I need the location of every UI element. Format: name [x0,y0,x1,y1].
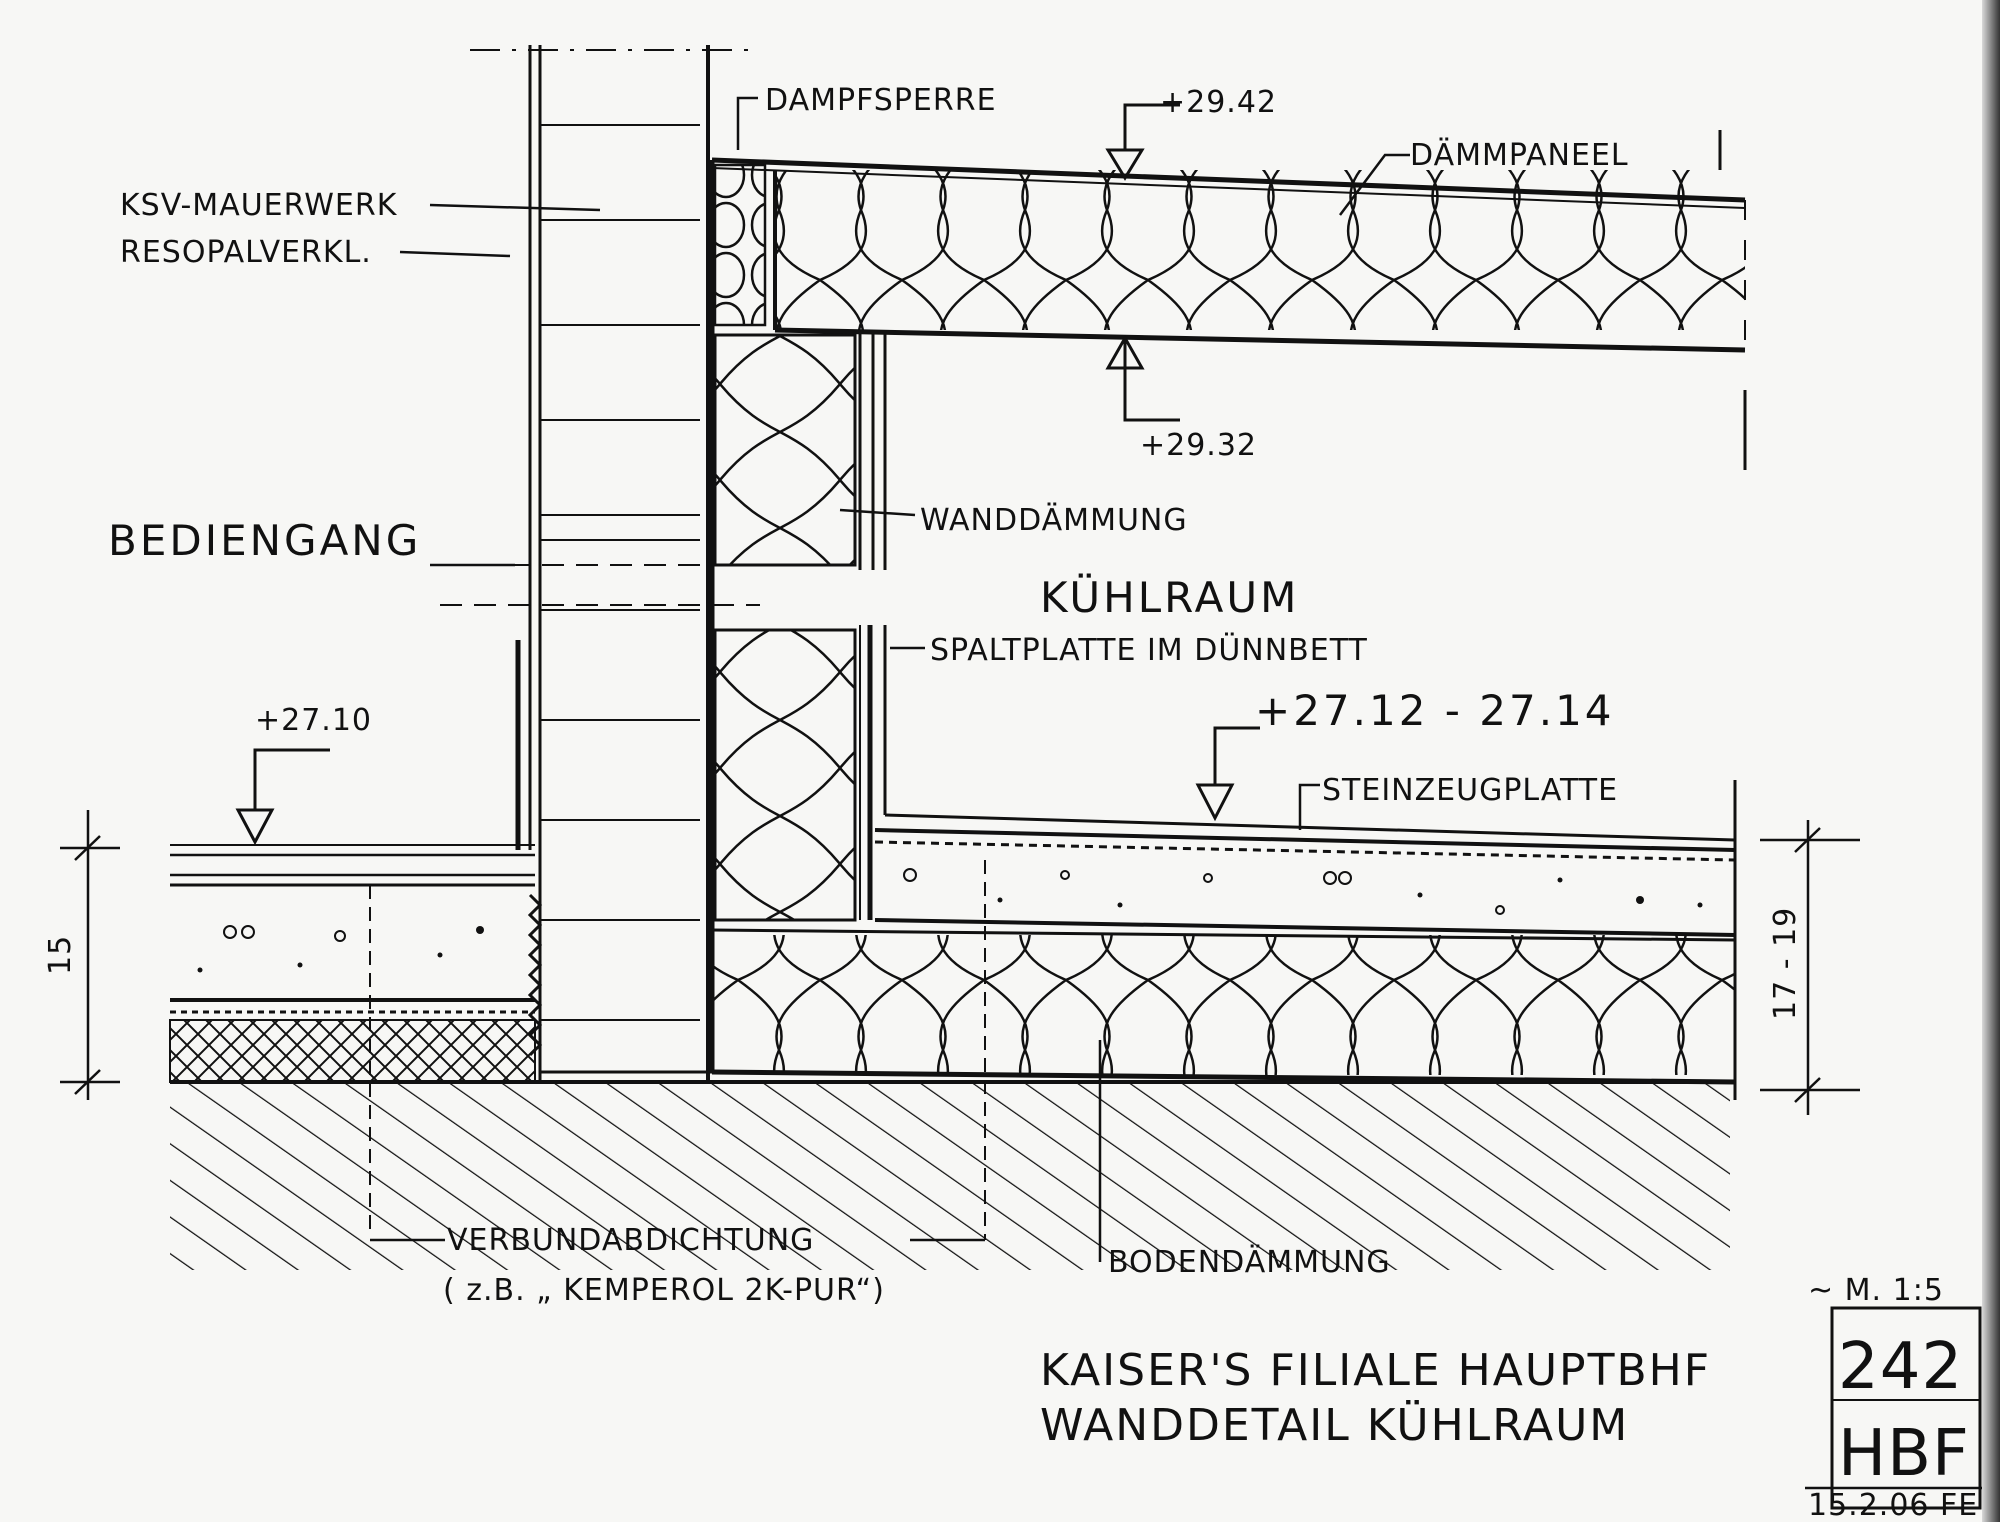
label-dampfsperre: DAMPFSPERRE [765,83,997,118]
sheet-code: HBF [1838,1417,1970,1491]
elevation-marker-29-32 [1105,334,1180,422]
leader-lines [370,96,1410,1262]
dimension-right [1760,820,1860,1115]
paper-edge-shadow [1982,0,2000,1522]
label-daemmpaneel: DÄMMPANEEL [1410,137,1629,173]
scale-note: ~ M. 1:5 [1808,1273,1944,1308]
date-signature: 15.2.06 FE [1808,1488,1978,1522]
ceiling-insulation-panel [711,130,1747,470]
label-elev-27-10: +27.10 [255,703,372,738]
label-dimension-left: 15 [43,935,78,975]
title-line1: KAISER'S FILIALE HAUPTBHF [1040,1345,1711,1396]
left-floor-build-up [169,844,536,1235]
label-wanddaemmung: WANDDÄMMUNG [920,502,1188,538]
wall-insulation [709,160,887,1072]
label-ksv-line1: KSV-MAUERWERK [120,188,398,223]
label-kuehlraum: KÜHLRAUM [1040,572,1299,622]
label-dimension-right: 17 - 19 [1768,907,1803,1020]
sheet-stamp-box [1830,1306,1982,1510]
label-spaltplatte: SPALTPLATTE IM DÜNNBETT [930,632,1368,668]
elevation-marker-27-10 [235,748,330,846]
composite-waterproofing [527,893,543,1057]
label-elev-27-12: +27.12 - 27.14 [1255,686,1615,735]
title-line2: WANDDETAIL KÜHLRAUM [1040,1399,1629,1451]
label-bodendaemmung: BODENDÄMMUNG [1108,1244,1391,1280]
elevation-marker-29-42 [1105,103,1180,181]
label-steinzeugplatte: STEINZEUGPLATTE [1322,773,1618,808]
elevation-marker-27-12 [1195,726,1260,822]
sheet-number: 242 [1838,1330,1963,1404]
cold-room-floor-build-up [711,780,1737,1240]
label-verbundabdichtung: VERBUNDABDICHTUNG [447,1223,814,1258]
label-ksv-line2: RESOPALVERKL. [120,235,372,270]
label-elev-29-32: +29.32 [1140,428,1257,463]
label-kemperol: ( z.B. „ KEMPEROL 2K-PUR“) [443,1273,885,1308]
earth-fill [170,1082,1730,1270]
masonry-wall [440,45,760,1082]
dimension-left [60,810,120,1100]
label-bediengang: BEDIENGANG [108,516,421,565]
label-elev-29-42: +29.42 [1160,85,1277,120]
